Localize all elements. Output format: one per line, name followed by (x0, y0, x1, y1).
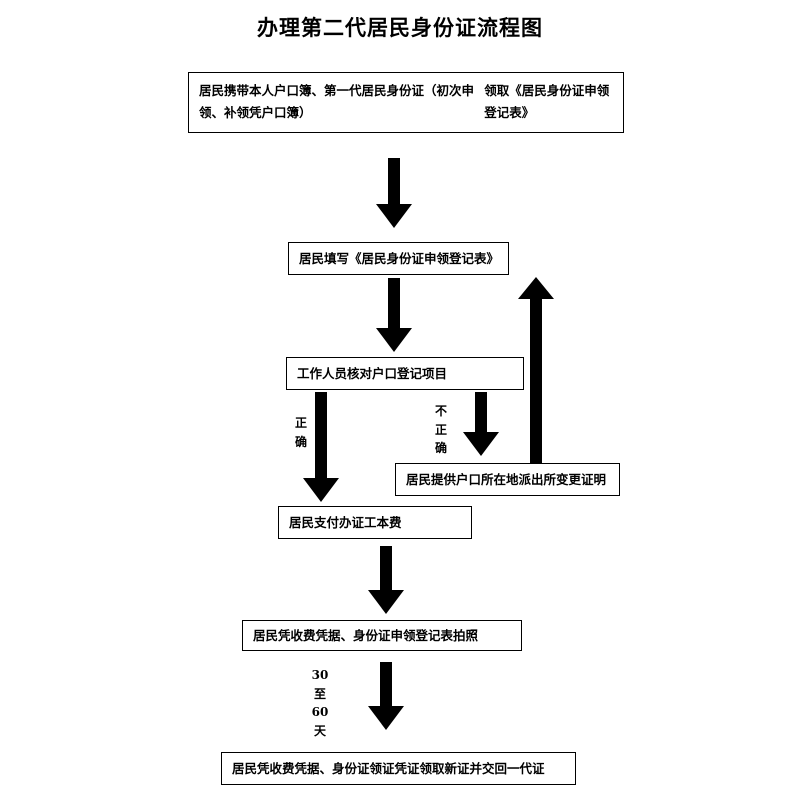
page-title: 办理第二代居民身份证流程图 (257, 15, 543, 40)
step-collect-form-box: 居民携带本人户口簿、第一代居民身份证（初次申领、补领凭户口簿） 领取《居民身份证… (188, 72, 624, 133)
step-collect-form-line1: 居民携带本人户口簿、第一代居民身份证（初次申领、补领凭户口簿） (199, 83, 475, 120)
arrow-down-2 (376, 278, 412, 352)
step-verify-text: 工作人员核对户口登记项目 (297, 365, 448, 381)
label-correct: 正 确 (294, 416, 307, 449)
arrow-down-incorrect (463, 392, 499, 456)
step-verify-box: 工作人员核对户口登记项目 (286, 357, 524, 390)
step-provide-proof-text: 居民提供户口所在地派出所变更证明 (406, 471, 607, 487)
arrow-down-correct (303, 392, 339, 502)
step-collect-form-line2: 领取《居民身份证申领登记表》 (484, 83, 610, 120)
step-photo-text: 居民凭收费凭据、身份证申领登记表拍照 (253, 627, 479, 643)
step-pay-fee-box: 居民支付办证工本费 (278, 506, 472, 539)
step-collect-card-box: 居民凭收费凭据、身份证领证凭证领取新证并交回一代证 (221, 752, 576, 785)
arrow-up-return (518, 277, 554, 463)
arrow-down-3 (368, 546, 404, 614)
label-duration: 30 至 60 天 (311, 668, 329, 738)
step-fill-form-text: 居民填写《居民身份证申领登记表》 (299, 250, 500, 266)
arrow-down-4 (368, 662, 404, 730)
step-pay-fee-text: 居民支付办证工本费 (289, 514, 402, 530)
step-fill-form-box: 居民填写《居民身份证申领登记表》 (288, 242, 509, 275)
step-provide-proof-box: 居民提供户口所在地派出所变更证明 (395, 463, 620, 496)
step-collect-card-text: 居民凭收费凭据、身份证领证凭证领取新证并交回一代证 (232, 760, 545, 776)
label-incorrect: 不 正 确 (434, 404, 447, 456)
arrow-down-1 (376, 158, 412, 228)
step-photo-box: 居民凭收费凭据、身份证申领登记表拍照 (242, 620, 522, 651)
